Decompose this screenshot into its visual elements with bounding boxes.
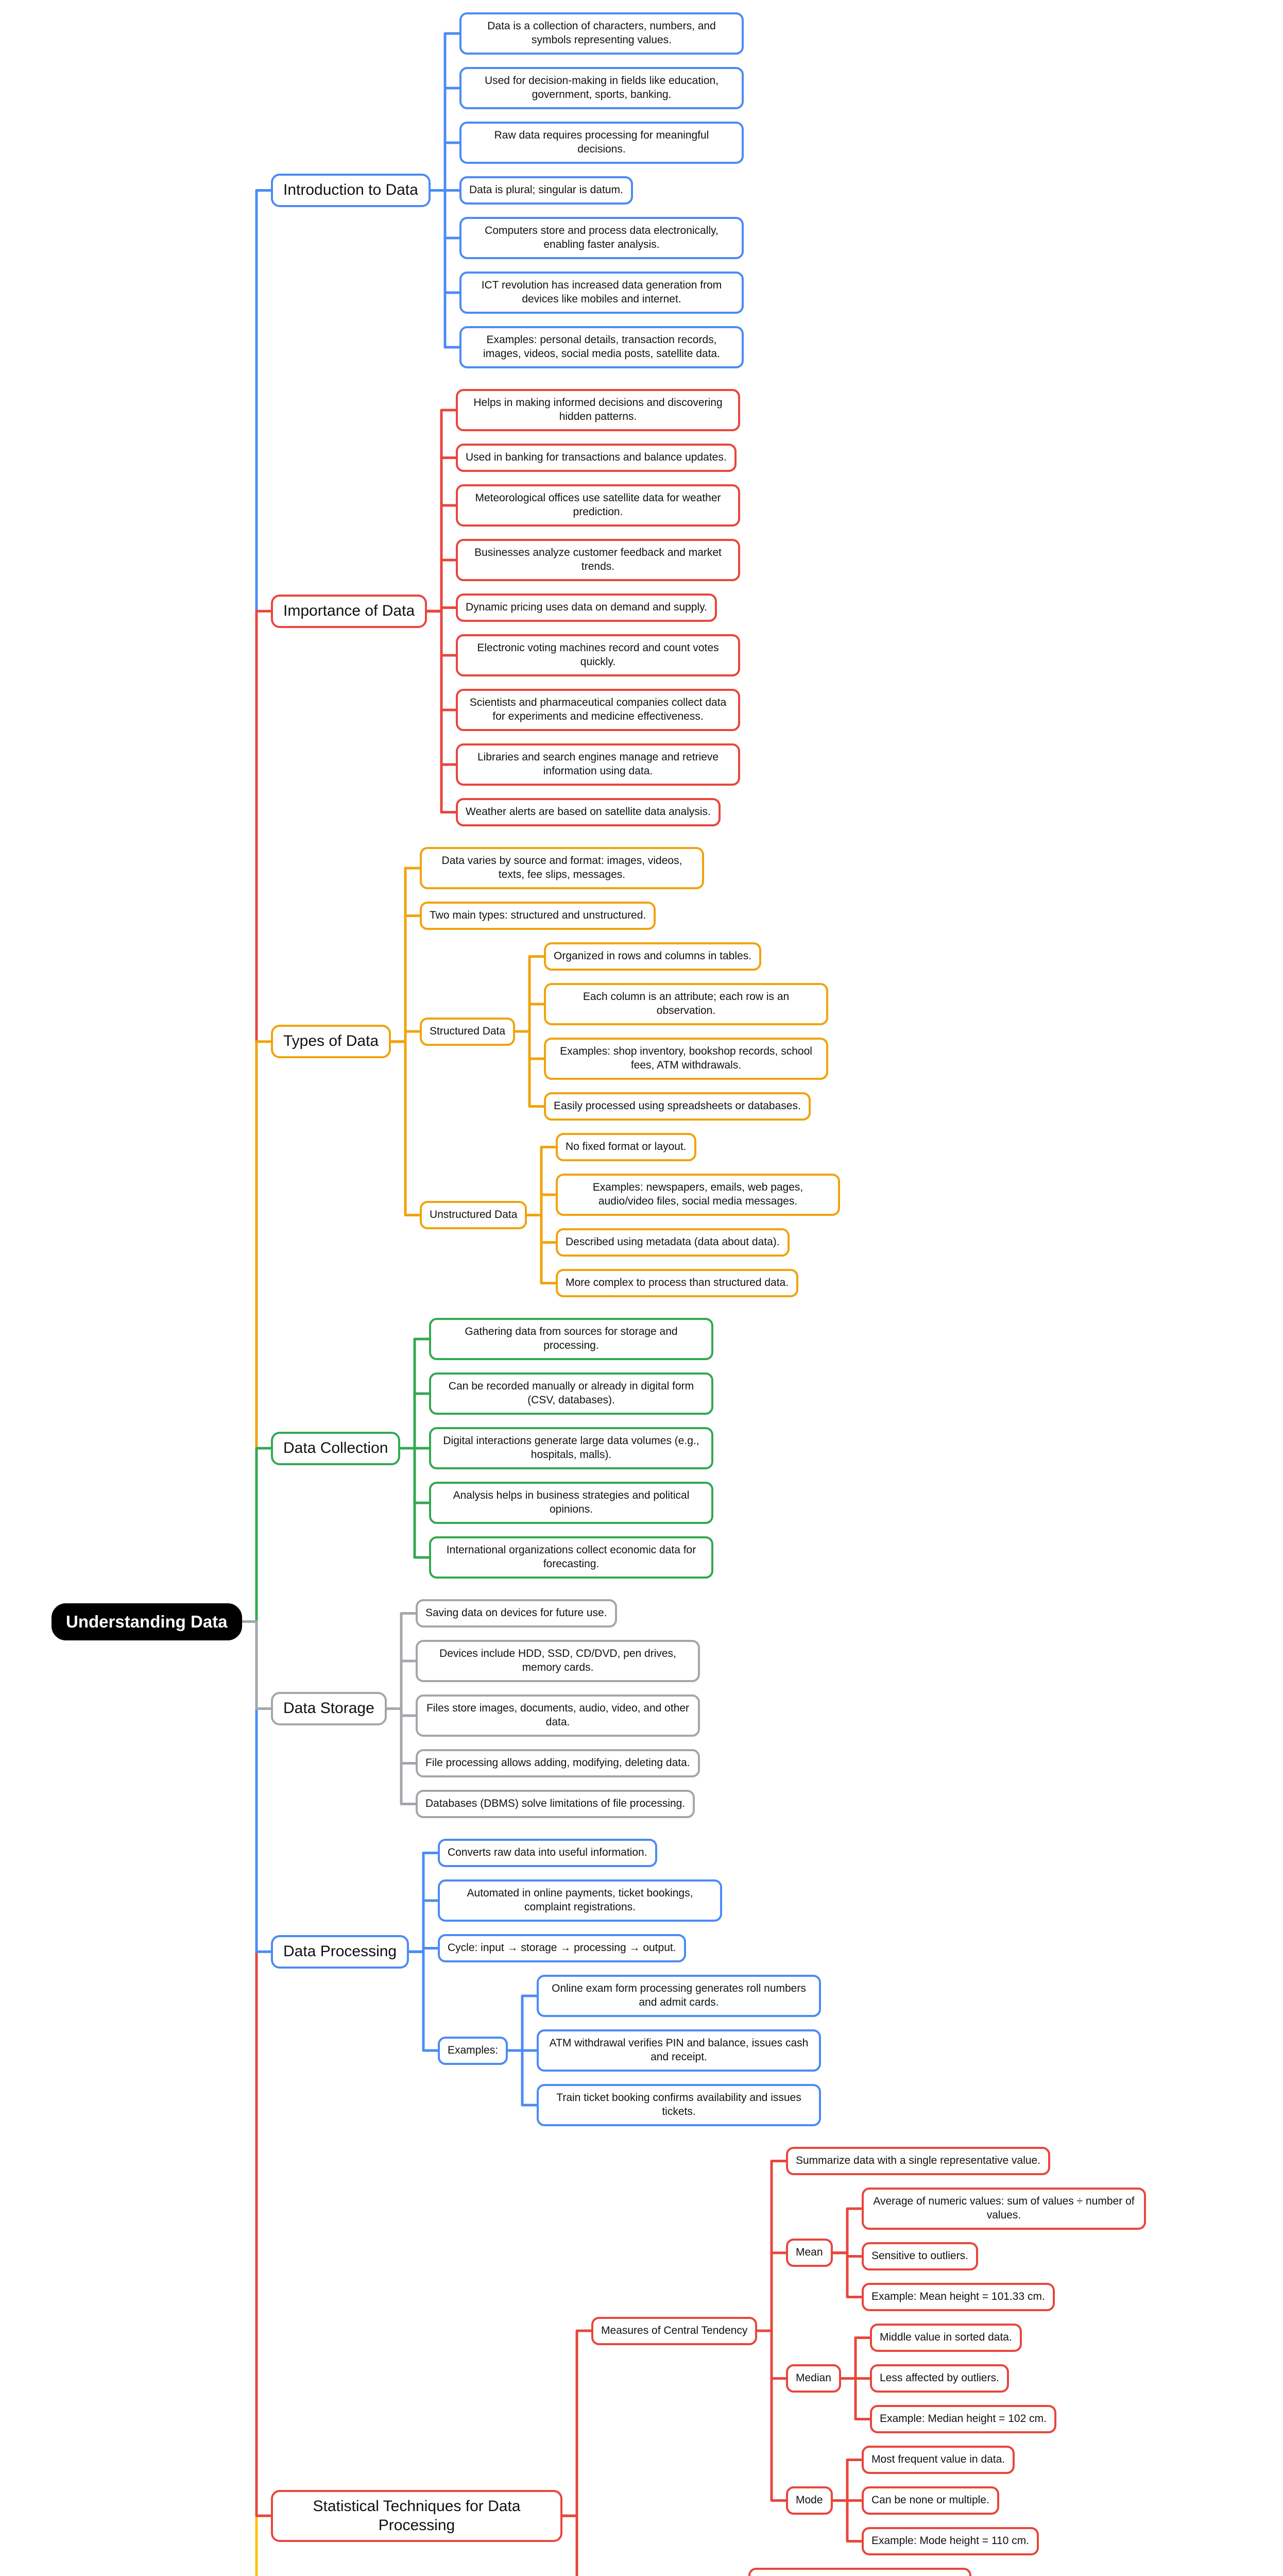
leaf-node: Example: Mode height = 110 cm. (862, 2527, 1039, 2555)
leaf-node: Less affected by outliers. (870, 2364, 1009, 2393)
leaf-node: Data varies by source and format: images… (420, 847, 704, 889)
leaf-node: Analysis helps in business strategies an… (429, 1482, 713, 1524)
leaf-node: Saving data on devices for future use. (416, 1599, 617, 1628)
topic-node: Unstructured Data (420, 1201, 527, 1229)
branch-label: Importance of Data (271, 595, 427, 628)
leaf-node: Most frequent value in data. (862, 2446, 1015, 2474)
leaf-node: Summarize data with a single representat… (786, 2147, 1051, 2175)
leaf-node: Examples: newspapers, emails, web pages,… (556, 1174, 840, 1216)
branch-label: Introduction to Data (271, 174, 431, 207)
leaf-node: Example: Mean height = 101.33 cm. (862, 2283, 1055, 2311)
branch-label: Types of Data (271, 1025, 391, 1058)
leaf-node: Two main types: structured and unstructu… (420, 902, 656, 930)
leaf-node: No fixed format or layout. (556, 1133, 696, 1161)
leaf-node: Examples: personal details, transaction … (459, 326, 744, 368)
topic-node: Examples: (438, 2037, 508, 2065)
leaf-node: Converts raw data into useful informatio… (438, 1839, 657, 1867)
leaf-node: Middle value in sorted data. (870, 2324, 1022, 2352)
leaf-node: Electronic voting machines record and co… (456, 634, 740, 676)
branch-label: Statistical Techniques for Data Processi… (271, 2490, 562, 2543)
leaf-node: ICT revolution has increased data genera… (459, 272, 744, 314)
leaf-node: Automated in online payments, ticket boo… (438, 1879, 722, 1922)
leaf-node: Databases (DBMS) solve limitations of fi… (416, 1790, 695, 1818)
leaf-node: Businesses analyze customer feedback and… (456, 539, 740, 581)
topic-node: Structured Data (420, 1018, 516, 1046)
leaf-node: Computers store and process data electro… (459, 217, 744, 259)
leaf-node: Described using metadata (data about dat… (556, 1228, 790, 1257)
leaf-node: Sensitive to outliers. (862, 2242, 978, 2270)
topic-node: Median (786, 2364, 841, 2393)
root-node: Understanding Data (52, 1603, 242, 1640)
leaf-node: More complex to process than structured … (556, 1269, 799, 1297)
leaf-node: Cycle: input → storage → processing → ou… (438, 1934, 686, 1962)
topic-node: Mode (786, 2486, 833, 2515)
leaf-node: Digital interactions generate large data… (429, 1427, 713, 1469)
leaf-node: Dynamic pricing uses data on demand and … (456, 594, 717, 622)
leaf-node: Files store images, documents, audio, vi… (416, 1694, 700, 1737)
leaf-node: Average of numeric values: sum of values… (862, 2188, 1146, 2230)
leaf-node: Can be none or multiple. (862, 2486, 999, 2515)
leaf-node: Train ticket booking confirms availabili… (537, 2084, 821, 2126)
leaf-node: International organizations collect econ… (429, 1536, 713, 1579)
leaf-node: Can be recorded manually or already in d… (429, 1372, 713, 1415)
topic-node: Mean (786, 2239, 833, 2267)
leaf-node: Libraries and search engines manage and … (456, 743, 740, 786)
leaf-node: Organized in rows and columns in tables. (544, 942, 762, 971)
leaf-node: File processing allows adding, modifying… (416, 1749, 700, 1777)
leaf-node: Online exam form processing generates ro… (537, 1975, 821, 2017)
branch-label: Data Storage (271, 1692, 387, 1725)
leaf-node: Data is a collection of characters, numb… (459, 12, 744, 55)
leaf-node: Each column is an attribute; each row is… (544, 983, 828, 1025)
leaf-node: Gathering data from sources for storage … (429, 1318, 713, 1360)
topic-node: Measures of Central Tendency (591, 2317, 758, 2345)
leaf-node: ATM withdrawal verifies PIN and balance,… (537, 2029, 821, 2072)
leaf-node: Example: Median height = 102 cm. (870, 2405, 1056, 2433)
leaf-node: Used for decision-making in fields like … (459, 67, 744, 109)
leaf-node: Raw data requires processing for meaning… (459, 122, 744, 164)
leaf-node: Weather alerts are based on satellite da… (456, 798, 721, 826)
branch-label: Data Collection (271, 1432, 401, 1465)
leaf-node: Data is plural; singular is datum. (459, 176, 633, 205)
leaf-node: Devices include HDD, SSD, CD/DVD, pen dr… (416, 1640, 700, 1682)
leaf-node: Show how data spreads around the mean. (748, 2568, 971, 2576)
branch-label: Data Processing (271, 1935, 409, 1969)
leaf-node: Easily processed using spreadsheets or d… (544, 1092, 811, 1121)
leaf-node: Used in banking for transactions and bal… (456, 444, 737, 472)
leaf-node: Scientists and pharmaceutical companies … (456, 689, 740, 731)
leaf-node: Examples: shop inventory, bookshop recor… (544, 1038, 828, 1080)
leaf-node: Meteorological offices use satellite dat… (456, 484, 740, 527)
leaf-node: Helps in making informed decisions and d… (456, 389, 740, 431)
